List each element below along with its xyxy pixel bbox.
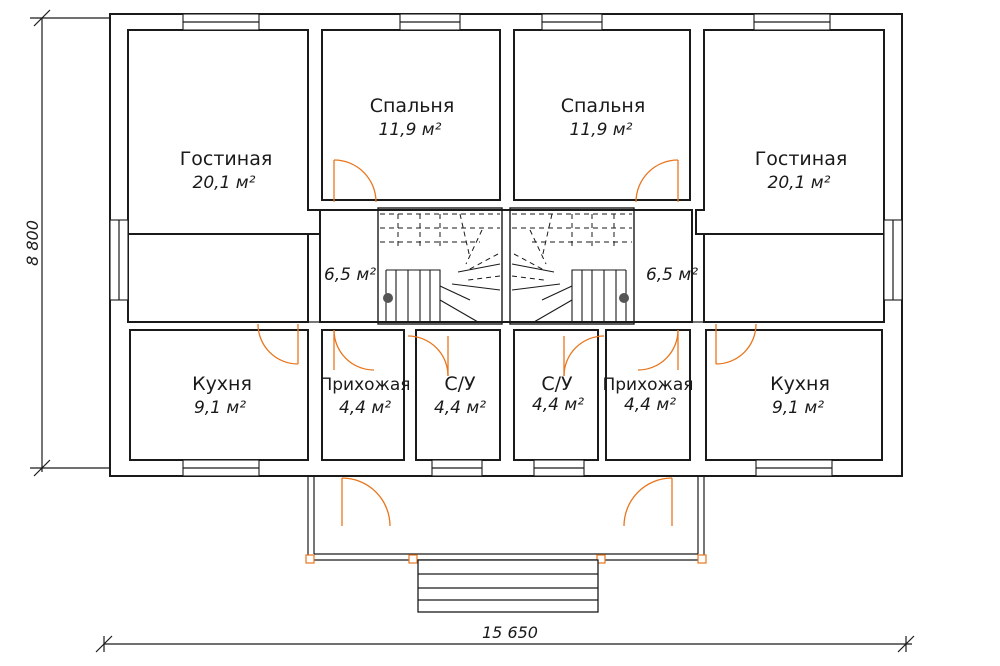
stairs-right (509, 207, 635, 325)
room-name-living-left: Гостиная (180, 148, 273, 170)
room-area-bath-left: 4,4 м² (434, 398, 486, 418)
room-area-hall-right: 6,5 м² (646, 265, 698, 285)
porch (305, 476, 707, 613)
room-area-kitchen-left: 9,1 м² (194, 398, 246, 418)
room-area-kitchen-right: 9,1 м² (772, 398, 824, 418)
room-name-entry-left: Прихожая (319, 375, 410, 395)
room-labels: Гостиная 20,1 м² Спальня 11,9 м² Спальня… (180, 95, 848, 418)
dimension-height: 8 800 (23, 9, 110, 477)
dimension-height-label: 8 800 (23, 220, 42, 266)
doors (257, 159, 757, 527)
room-name-kitchen-left: Кухня (192, 373, 252, 395)
room-name-kitchen-right: Кухня (770, 373, 830, 395)
room-area-bath-right: 4,4 м² (532, 395, 584, 415)
room-name-bedroom-left: Спальня (370, 95, 455, 117)
room-name-bedroom-right: Спальня (561, 95, 646, 117)
room-name-living-right: Гостиная (755, 148, 848, 170)
windows (109, 13, 903, 477)
dimension-width: 15 650 (95, 623, 915, 653)
room-area-living-right: 20,1 м² (768, 173, 831, 193)
room-area-bedroom-right: 11,9 м² (570, 120, 633, 140)
room-area-living-left: 20,1 м² (193, 173, 256, 193)
walls (109, 13, 903, 477)
room-area-entry-left: 4,4 м² (339, 398, 391, 418)
room-name-bath-left: С/У (444, 373, 476, 395)
room-area-entry-right: 4,4 м² (624, 395, 676, 415)
room-name-bath-right: С/У (541, 373, 573, 395)
room-name-entry-right: Прихожая (602, 375, 693, 395)
room-area-hall-left: 6,5 м² (324, 265, 376, 285)
room-area-bedroom-left: 11,9 м² (379, 120, 442, 140)
stairs-left (377, 207, 503, 325)
dimension-width-label: 15 650 (482, 623, 538, 642)
